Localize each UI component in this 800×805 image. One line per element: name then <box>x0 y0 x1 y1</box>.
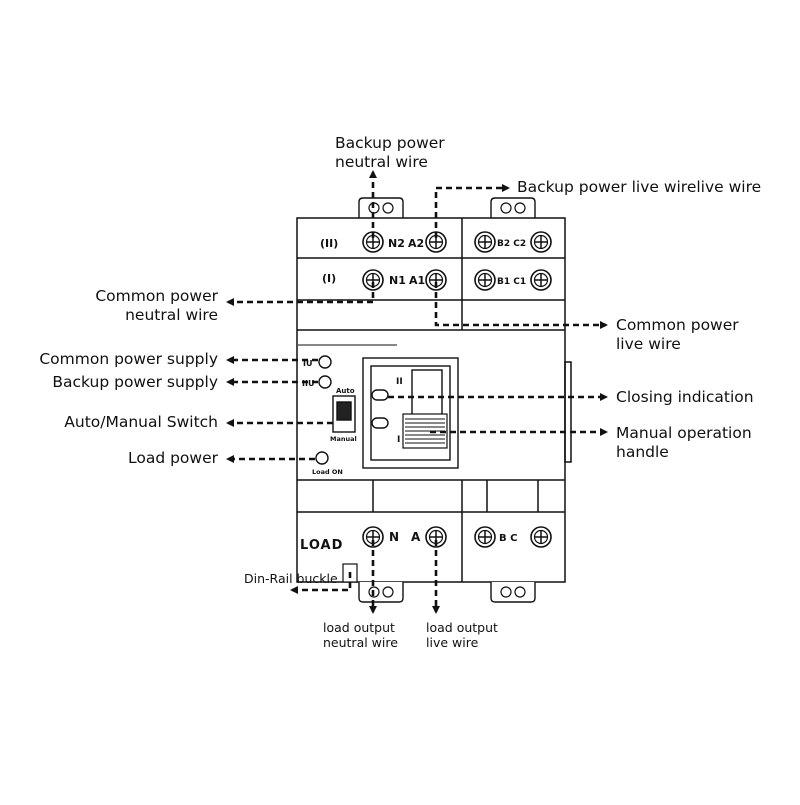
label-auto-manual: Auto/Manual Switch <box>64 413 218 431</box>
label-line: Backup power <box>335 134 445 152</box>
arrow-common-live <box>434 282 608 329</box>
label-common-neutral: Common power neutral wire <box>64 287 218 325</box>
label-backup-live: Backup power live wirelive wire <box>517 178 762 196</box>
terminal-b1c1-label: B1 C1 <box>497 277 526 287</box>
label-common-live: Common power live wire <box>616 316 739 354</box>
row1-marker: (I) <box>322 272 336 285</box>
auto-label: Auto <box>336 387 355 395</box>
ind-common-label: IU <box>303 359 312 368</box>
label-closing-indication: Closing indication <box>616 388 754 406</box>
label-line: load output <box>323 620 395 635</box>
terminal-bc-label: B C <box>499 533 517 544</box>
control-panel <box>315 355 356 465</box>
terminal-b2c2-label: B2 C2 <box>497 239 526 249</box>
label-line: neutral wire <box>323 635 398 650</box>
terminal-n1-label: N1 <box>389 274 406 287</box>
manual-label: Manual <box>330 435 357 443</box>
terminal-n-label: N <box>389 530 399 544</box>
terminal-n2-label: N2 <box>388 237 405 250</box>
switch-window <box>362 357 459 469</box>
label-line: live wire <box>616 335 681 353</box>
row2-marker: (II) <box>320 237 338 250</box>
label-common-supply: Common power supply <box>39 350 218 368</box>
load-on-label: Load ON <box>312 468 343 476</box>
label-backup-neutral: Backup power neutral wire <box>335 134 445 172</box>
position-i-label: I <box>397 435 400 445</box>
label-line: handle <box>616 443 669 461</box>
label-load-live: load output live wire <box>426 620 498 650</box>
label-line: load output <box>426 620 498 635</box>
arrow-din-rail <box>290 572 352 594</box>
terminal-a2-label: A2 <box>408 237 424 250</box>
terminal-a1-label: A1 <box>409 274 425 287</box>
position-ii-label: II <box>396 377 403 387</box>
label-load-power: Load power <box>127 449 218 467</box>
arrow-backup-live <box>434 184 510 238</box>
indicator-ii-window <box>371 389 389 401</box>
arrow-common-neutral <box>226 282 375 306</box>
label-line: Common power <box>95 287 218 305</box>
backup-supply-led <box>318 375 332 389</box>
label-line: neutral wire <box>125 306 218 324</box>
label-line: neutral wire <box>335 153 428 171</box>
callout-arrows <box>226 170 608 614</box>
label-backup-supply: Backup power supply <box>52 373 218 391</box>
label-line: live wire <box>426 635 479 650</box>
label-line: Common power <box>616 316 739 334</box>
switch-lever <box>336 401 352 421</box>
top-mounting-clips <box>358 197 536 219</box>
label-din-rail: Din-Rail buckle <box>244 571 338 586</box>
label-manual-handle: Manual operation handle <box>616 424 752 462</box>
terminal-a-label: A <box>411 530 421 544</box>
common-supply-led <box>318 355 332 369</box>
indicator-i-window <box>371 417 389 429</box>
load-label: LOAD <box>300 538 343 553</box>
label-load-neutral: load output neutral wire <box>323 620 398 650</box>
load-power-led <box>315 451 329 465</box>
ind-backup-label: IIU <box>302 379 314 388</box>
label-line: Manual operation <box>616 424 752 442</box>
